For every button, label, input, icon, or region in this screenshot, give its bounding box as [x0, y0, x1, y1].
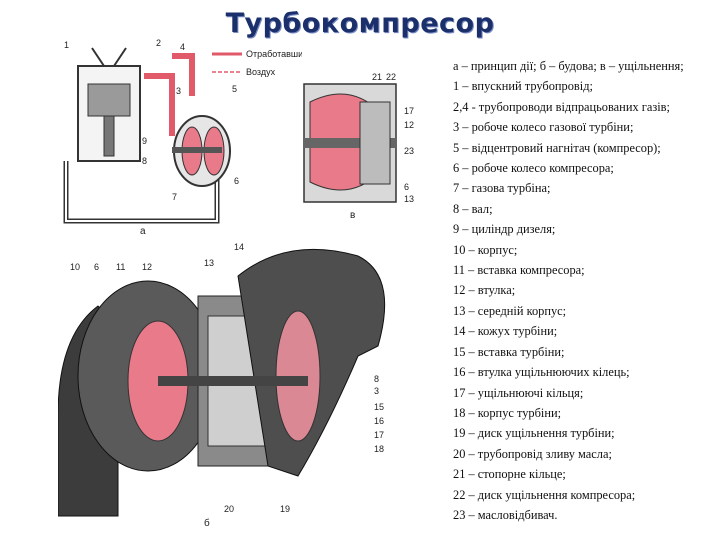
sublabel-a: а: [140, 226, 146, 236]
label-13: 13: [404, 194, 414, 204]
label-4: 4: [180, 42, 185, 52]
legend-item: 7 – газова турбіна;: [453, 181, 551, 196]
label-11: 11: [116, 262, 125, 272]
label-21: 21: [372, 72, 382, 82]
exhaust-pipe: [144, 73, 175, 136]
legend-item: 23 – масловідбивач.: [453, 507, 558, 522]
legend-item: а – принцип дії; б – будова; в – ущільне…: [453, 59, 684, 73]
label-20: 20: [224, 504, 234, 514]
legend-air-label: Воздух: [246, 67, 276, 77]
label-17: 17: [404, 106, 414, 116]
main-shaft: [158, 376, 308, 386]
label-10: 10: [70, 262, 80, 272]
legend-item: 5 – відцентровий нагнітач (компресор);: [453, 140, 661, 155]
label-17b: 17: [374, 430, 384, 440]
legend-item: 9 – циліндр дизеля;: [453, 222, 556, 237]
legend-exhaust-label: Отработавшие газы: [246, 49, 302, 59]
sublabel-v: в: [350, 210, 355, 221]
label-5: 5: [232, 84, 237, 94]
diagram-principle: Отработавшие газы Воздух 1 2 4 3 5 9 8 7…: [63, 38, 302, 236]
label-6: 6: [234, 176, 239, 186]
label-8: 8: [142, 156, 147, 166]
label-14: 14: [234, 242, 244, 252]
legend-item: 6 – робоче колесо компресора;: [453, 161, 614, 176]
diagram-sealing: 21 22 17 12 23 6 13 в: [303, 72, 414, 221]
label-6: 6: [404, 182, 409, 192]
label-2: 2: [156, 38, 161, 48]
legend-item: 15 – вставка турбіни;: [453, 344, 565, 359]
label-6b: 6: [94, 262, 99, 272]
sublabel-b: б: [204, 517, 210, 529]
label-13b: 13: [204, 258, 214, 268]
label-19: 19: [280, 504, 290, 514]
legend-item: 3 – робоче колесо газової турбіни;: [453, 120, 634, 135]
legend-item: 17 – ущільнюючі кільця;: [453, 385, 584, 400]
label-22: 22: [386, 72, 396, 82]
slide-title: Турбокомпресор: [225, 8, 495, 39]
label-8b: 8: [374, 374, 379, 384]
label-3b: 3: [374, 386, 379, 396]
label-7: 7: [172, 192, 177, 202]
legend-item: 8 – вал;: [453, 201, 493, 216]
label-23: 23: [404, 146, 414, 156]
shaft: [304, 138, 396, 148]
legend-list: а – принцип дії; б – будова; в – ущільне…: [453, 56, 720, 525]
label-16: 16: [374, 416, 384, 426]
legend-item: 14 – кожух турбіни;: [453, 324, 558, 339]
legend-item: 20 – трубопровід зливу масла;: [453, 446, 612, 461]
label-18: 18: [374, 444, 384, 454]
legend-item: 18 – корпус турбіни;: [453, 405, 562, 420]
legend-item: 21 – стопорне кільце;: [453, 467, 566, 482]
legend-item: 1 – впускний трубопровід;: [453, 79, 593, 94]
label-9: 9: [142, 136, 147, 146]
legend-item: 10 – корпус;: [453, 242, 518, 257]
legend-item: 11 – вставка компресора;: [453, 263, 585, 278]
label-1: 1: [64, 40, 69, 50]
legend-item: 12 – втулка;: [453, 283, 516, 298]
legend-item: 2,4 - трубопроводи відпрацьованих газів;: [453, 99, 670, 114]
label-3: 3: [176, 86, 181, 96]
legend-item: 22 – диск ущільнення компресора;: [453, 487, 636, 502]
label-12: 12: [404, 120, 414, 130]
legend-item: 19 – диск ущільнення турбіни;: [453, 426, 615, 441]
label-15: 15: [374, 402, 384, 412]
diagram-construction: 10 6 11 12 13 14 8 3 15 16 17 18 20 19 б: [58, 242, 386, 529]
legend-item: 16 – втулка ущільнюючих кілець;: [453, 365, 630, 380]
legend-item: 13 – середній корпус;: [453, 303, 567, 318]
label-12b: 12: [142, 262, 152, 272]
